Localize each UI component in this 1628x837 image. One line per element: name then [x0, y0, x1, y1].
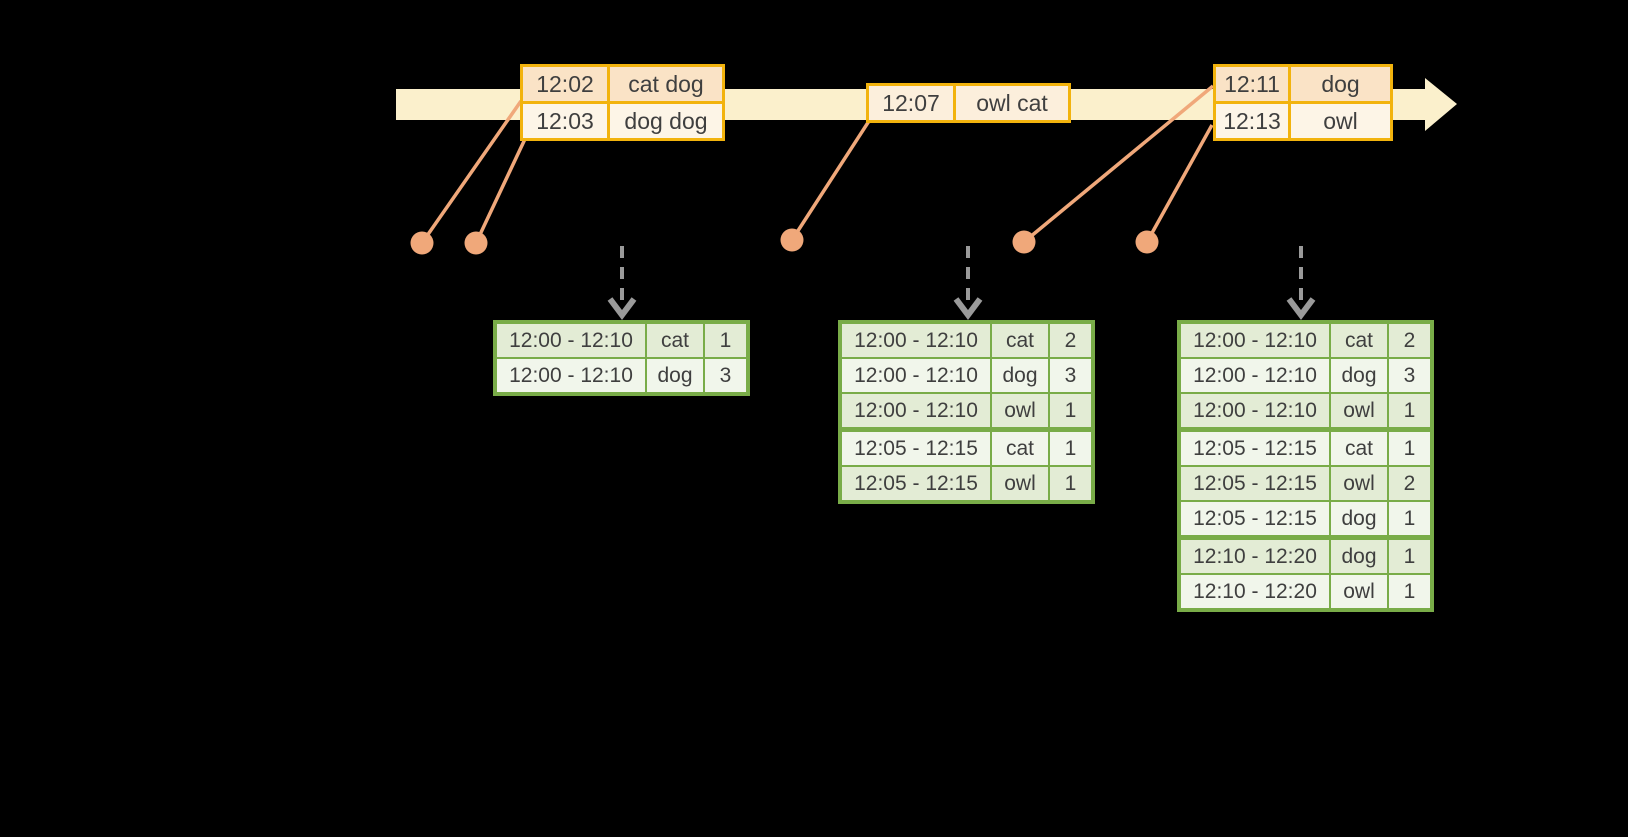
count-cell: 1 — [1050, 394, 1091, 427]
window-cell: 12:00 - 12:10 — [1181, 324, 1329, 357]
count-cell: 1 — [1389, 502, 1430, 535]
window-cell: 12:00 - 12:10 — [1181, 359, 1329, 392]
count-cell: 3 — [1050, 359, 1091, 392]
count-cell: 2 — [1389, 467, 1430, 500]
timeline-arrowhead-icon — [1425, 78, 1457, 131]
event-time-cell: 12:07 — [869, 86, 953, 120]
count-cell: 1 — [1389, 537, 1430, 573]
event-time-cell: 12:13 — [1216, 104, 1288, 138]
word-cell: dog — [1331, 502, 1387, 535]
window-cell: 12:10 - 12:20 — [1181, 537, 1329, 573]
window-cell: 12:05 - 12:15 — [1181, 502, 1329, 535]
window-cell: 12:05 - 12:15 — [842, 429, 990, 465]
event-dot — [780, 228, 804, 252]
count-cell: 2 — [1050, 324, 1091, 357]
word-cell: owl — [1331, 394, 1387, 427]
event-dot — [464, 231, 488, 255]
event-words-cell: dog dog — [610, 104, 722, 138]
count-cell: 1 — [1389, 575, 1430, 608]
count-cell: 1 — [1389, 394, 1430, 427]
count-cell: 3 — [1389, 359, 1430, 392]
word-cell: cat — [992, 429, 1048, 465]
trigger-arrow — [1286, 246, 1316, 320]
event-dot — [410, 231, 434, 255]
event-dot — [1012, 230, 1036, 254]
event-time-cell: 12:03 — [523, 104, 607, 138]
word-cell: owl — [1331, 575, 1387, 608]
window-cell: 12:05 - 12:15 — [1181, 467, 1329, 500]
word-cell: dog — [647, 359, 703, 392]
window-cell: 12:00 - 12:10 — [497, 324, 645, 357]
event-time-cell: 12:11 — [1216, 67, 1288, 101]
arrow-down-icon — [1286, 297, 1316, 320]
window-cell: 12:00 - 12:10 — [842, 394, 990, 427]
count-cell: 1 — [1389, 429, 1430, 465]
window-cell: 12:00 - 12:10 — [842, 324, 990, 357]
word-cell: owl — [992, 394, 1048, 427]
count-cell: 1 — [705, 324, 746, 357]
event-connector-line — [1145, 124, 1214, 243]
word-cell: owl — [1331, 467, 1387, 500]
event-words-cell: cat dog — [610, 67, 722, 101]
window-cell: 12:00 - 12:10 — [497, 359, 645, 392]
arrow-down-icon — [607, 297, 637, 320]
word-cell: cat — [1331, 324, 1387, 357]
event-connector-line — [420, 99, 523, 245]
event-dot — [1135, 230, 1159, 254]
window-cell: 12:05 - 12:15 — [842, 467, 990, 500]
event-words-cell: dog — [1291, 67, 1390, 101]
arrow-down-icon — [953, 297, 983, 320]
event-time-cell: 12:02 — [523, 67, 607, 101]
word-cell: dog — [1331, 537, 1387, 573]
trigger-arrow — [607, 246, 637, 320]
word-cell: dog — [1331, 359, 1387, 392]
event-words-cell: owl cat — [956, 86, 1068, 120]
window-cell: 12:00 - 12:10 — [842, 359, 990, 392]
event-connector-line — [1022, 84, 1215, 244]
window-cell: 12:05 - 12:15 — [1181, 429, 1329, 465]
window-cell: 12:10 - 12:20 — [1181, 575, 1329, 608]
trigger-arrow — [953, 246, 983, 320]
count-cell: 2 — [1389, 324, 1430, 357]
word-cell: cat — [992, 324, 1048, 357]
count-cell: 1 — [1050, 429, 1091, 465]
word-cell: cat — [1331, 429, 1387, 465]
word-cell: owl — [992, 467, 1048, 500]
count-cell: 3 — [705, 359, 746, 392]
event-connector-line — [474, 138, 527, 244]
count-cell: 1 — [1050, 467, 1091, 500]
word-cell: dog — [992, 359, 1048, 392]
event-words-cell: owl — [1291, 104, 1390, 138]
window-cell: 12:00 - 12:10 — [1181, 394, 1329, 427]
word-cell: cat — [647, 324, 703, 357]
event-connector-line — [790, 120, 871, 241]
